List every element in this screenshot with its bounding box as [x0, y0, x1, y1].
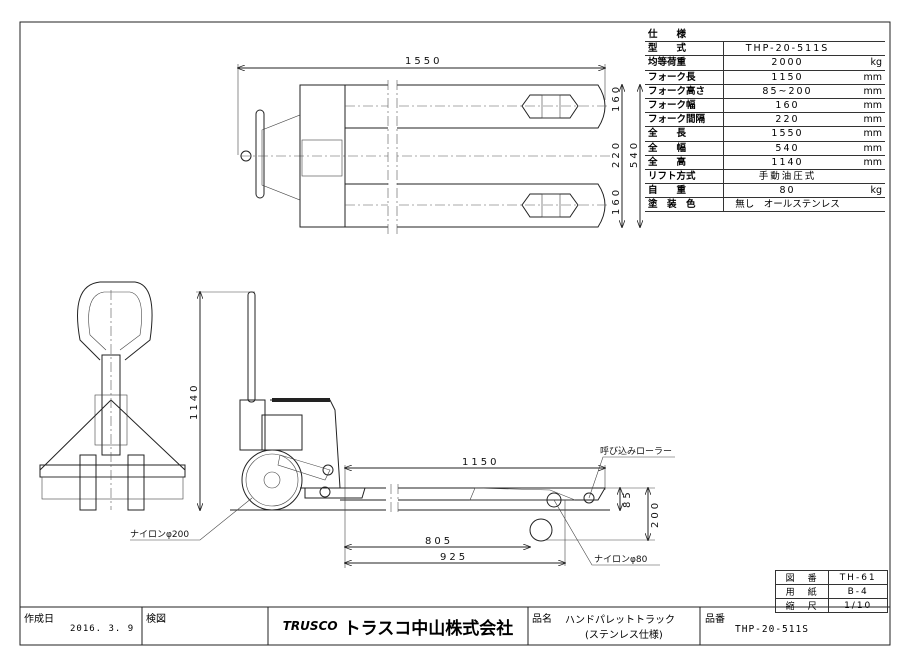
dim-overall-width: 540 [629, 140, 640, 168]
drawing-no-label: 図 番 [774, 570, 830, 585]
spec-unit [851, 169, 885, 185]
spec-value: 160 [723, 98, 851, 114]
drawing-no: TH-61 [828, 570, 888, 585]
spec-title: 仕 様 [645, 28, 724, 43]
spec-value: 2000 [723, 55, 851, 71]
spec-value: 1550 [723, 126, 851, 142]
spec-label: リフト方式 [645, 169, 724, 185]
spec-unit: mm [851, 141, 885, 156]
product-no-label: 品番 [705, 614, 725, 625]
dim-roller-pos-2: 925 [440, 552, 468, 563]
scale-label: 縮 尺 [774, 598, 830, 613]
spec-label: 型 式 [645, 41, 724, 57]
spec-unit: mm [851, 155, 885, 170]
spec-unit: kg [851, 55, 885, 71]
label-steer-wheel: ナイロンφ200 [130, 529, 189, 540]
company-logo-cell: TRUSCO トラスコ中山株式会社 [269, 608, 527, 644]
product-name-2: (ステンレス仕様) [585, 630, 663, 641]
spec-value: 85~200 [723, 84, 851, 99]
dim-roller-pos-1: 805 [425, 536, 453, 547]
spec-unit [851, 41, 885, 57]
spec-unit: mm [851, 70, 885, 85]
spec-label: フォーク長 [645, 70, 724, 85]
dim-overall-height: 1140 [189, 383, 200, 420]
spec-value: 手動油圧式 [723, 169, 851, 185]
spec-label: 自 重 [645, 183, 724, 199]
spec-unit: mm [851, 112, 885, 128]
spec-value: 220 [723, 112, 851, 128]
spec-label: 塗 装 色 [645, 197, 724, 213]
spec-row: リフト方式手動油圧式 [645, 169, 885, 185]
spec-label: 全 長 [645, 126, 724, 142]
scale: 1/10 [828, 598, 888, 613]
spec-label: 均等荷重 [645, 55, 724, 71]
spec-label: フォーク高さ [645, 84, 724, 99]
company-name: トラスコ中山株式会社 [343, 618, 514, 639]
product-name-1: ハンドパレットトラック [565, 615, 675, 626]
dim-lowered-height: 85 [622, 489, 633, 508]
dim-fork-length: 1150 [462, 457, 499, 468]
product-no: THP-20-511S [735, 624, 809, 635]
spec-value: 無し オールステンレス [723, 197, 851, 213]
spec-unit: mm [851, 84, 885, 99]
spec-value: THP-20-511S [723, 41, 851, 57]
spec-label: 全 幅 [645, 141, 724, 156]
spec-row: 塗 装 色無し オールステンレス [645, 197, 885, 213]
product-name-label: 品名 [532, 614, 552, 625]
spec-value: 1140 [723, 155, 851, 170]
dim-overall-length: 1550 [405, 56, 442, 67]
dim-fork-width-top: 160 [611, 84, 622, 112]
spec-unit [851, 197, 885, 213]
spec-unit: kg [851, 183, 885, 199]
label-load-wheel: ナイロンφ80 [594, 554, 648, 565]
drawing-frame [19, 21, 891, 646]
spec-unit: mm [851, 98, 885, 114]
dim-fork-gap: 220 [611, 140, 622, 168]
created-date: 2016. 3. 9 [70, 624, 135, 634]
label-entry-roller: 呼び込みローラー [600, 446, 672, 457]
created-label: 作成日 [24, 614, 54, 625]
paper-label: 用 紙 [774, 584, 830, 599]
spec-value: 540 [723, 141, 851, 156]
dim-raised-height: 200 [650, 500, 661, 528]
top-view: 1550 160 220 540 160 [238, 56, 640, 235]
paper-size: B-4 [828, 584, 888, 599]
spec-unit: mm [851, 126, 885, 142]
spec-value: 80 [723, 183, 851, 199]
front-view [39, 281, 186, 511]
checked-label: 検図 [146, 614, 166, 625]
spec-label: 全 高 [645, 155, 724, 170]
dim-fork-width-bottom: 160 [611, 187, 622, 215]
spec-value: 1150 [723, 70, 851, 85]
spec-label: フォーク間隔 [645, 112, 724, 128]
spec-label: フォーク幅 [645, 98, 724, 114]
side-view: 1140 1150 805 925 85 200 [130, 292, 675, 568]
brand-logo: TRUSCO [282, 619, 338, 633]
